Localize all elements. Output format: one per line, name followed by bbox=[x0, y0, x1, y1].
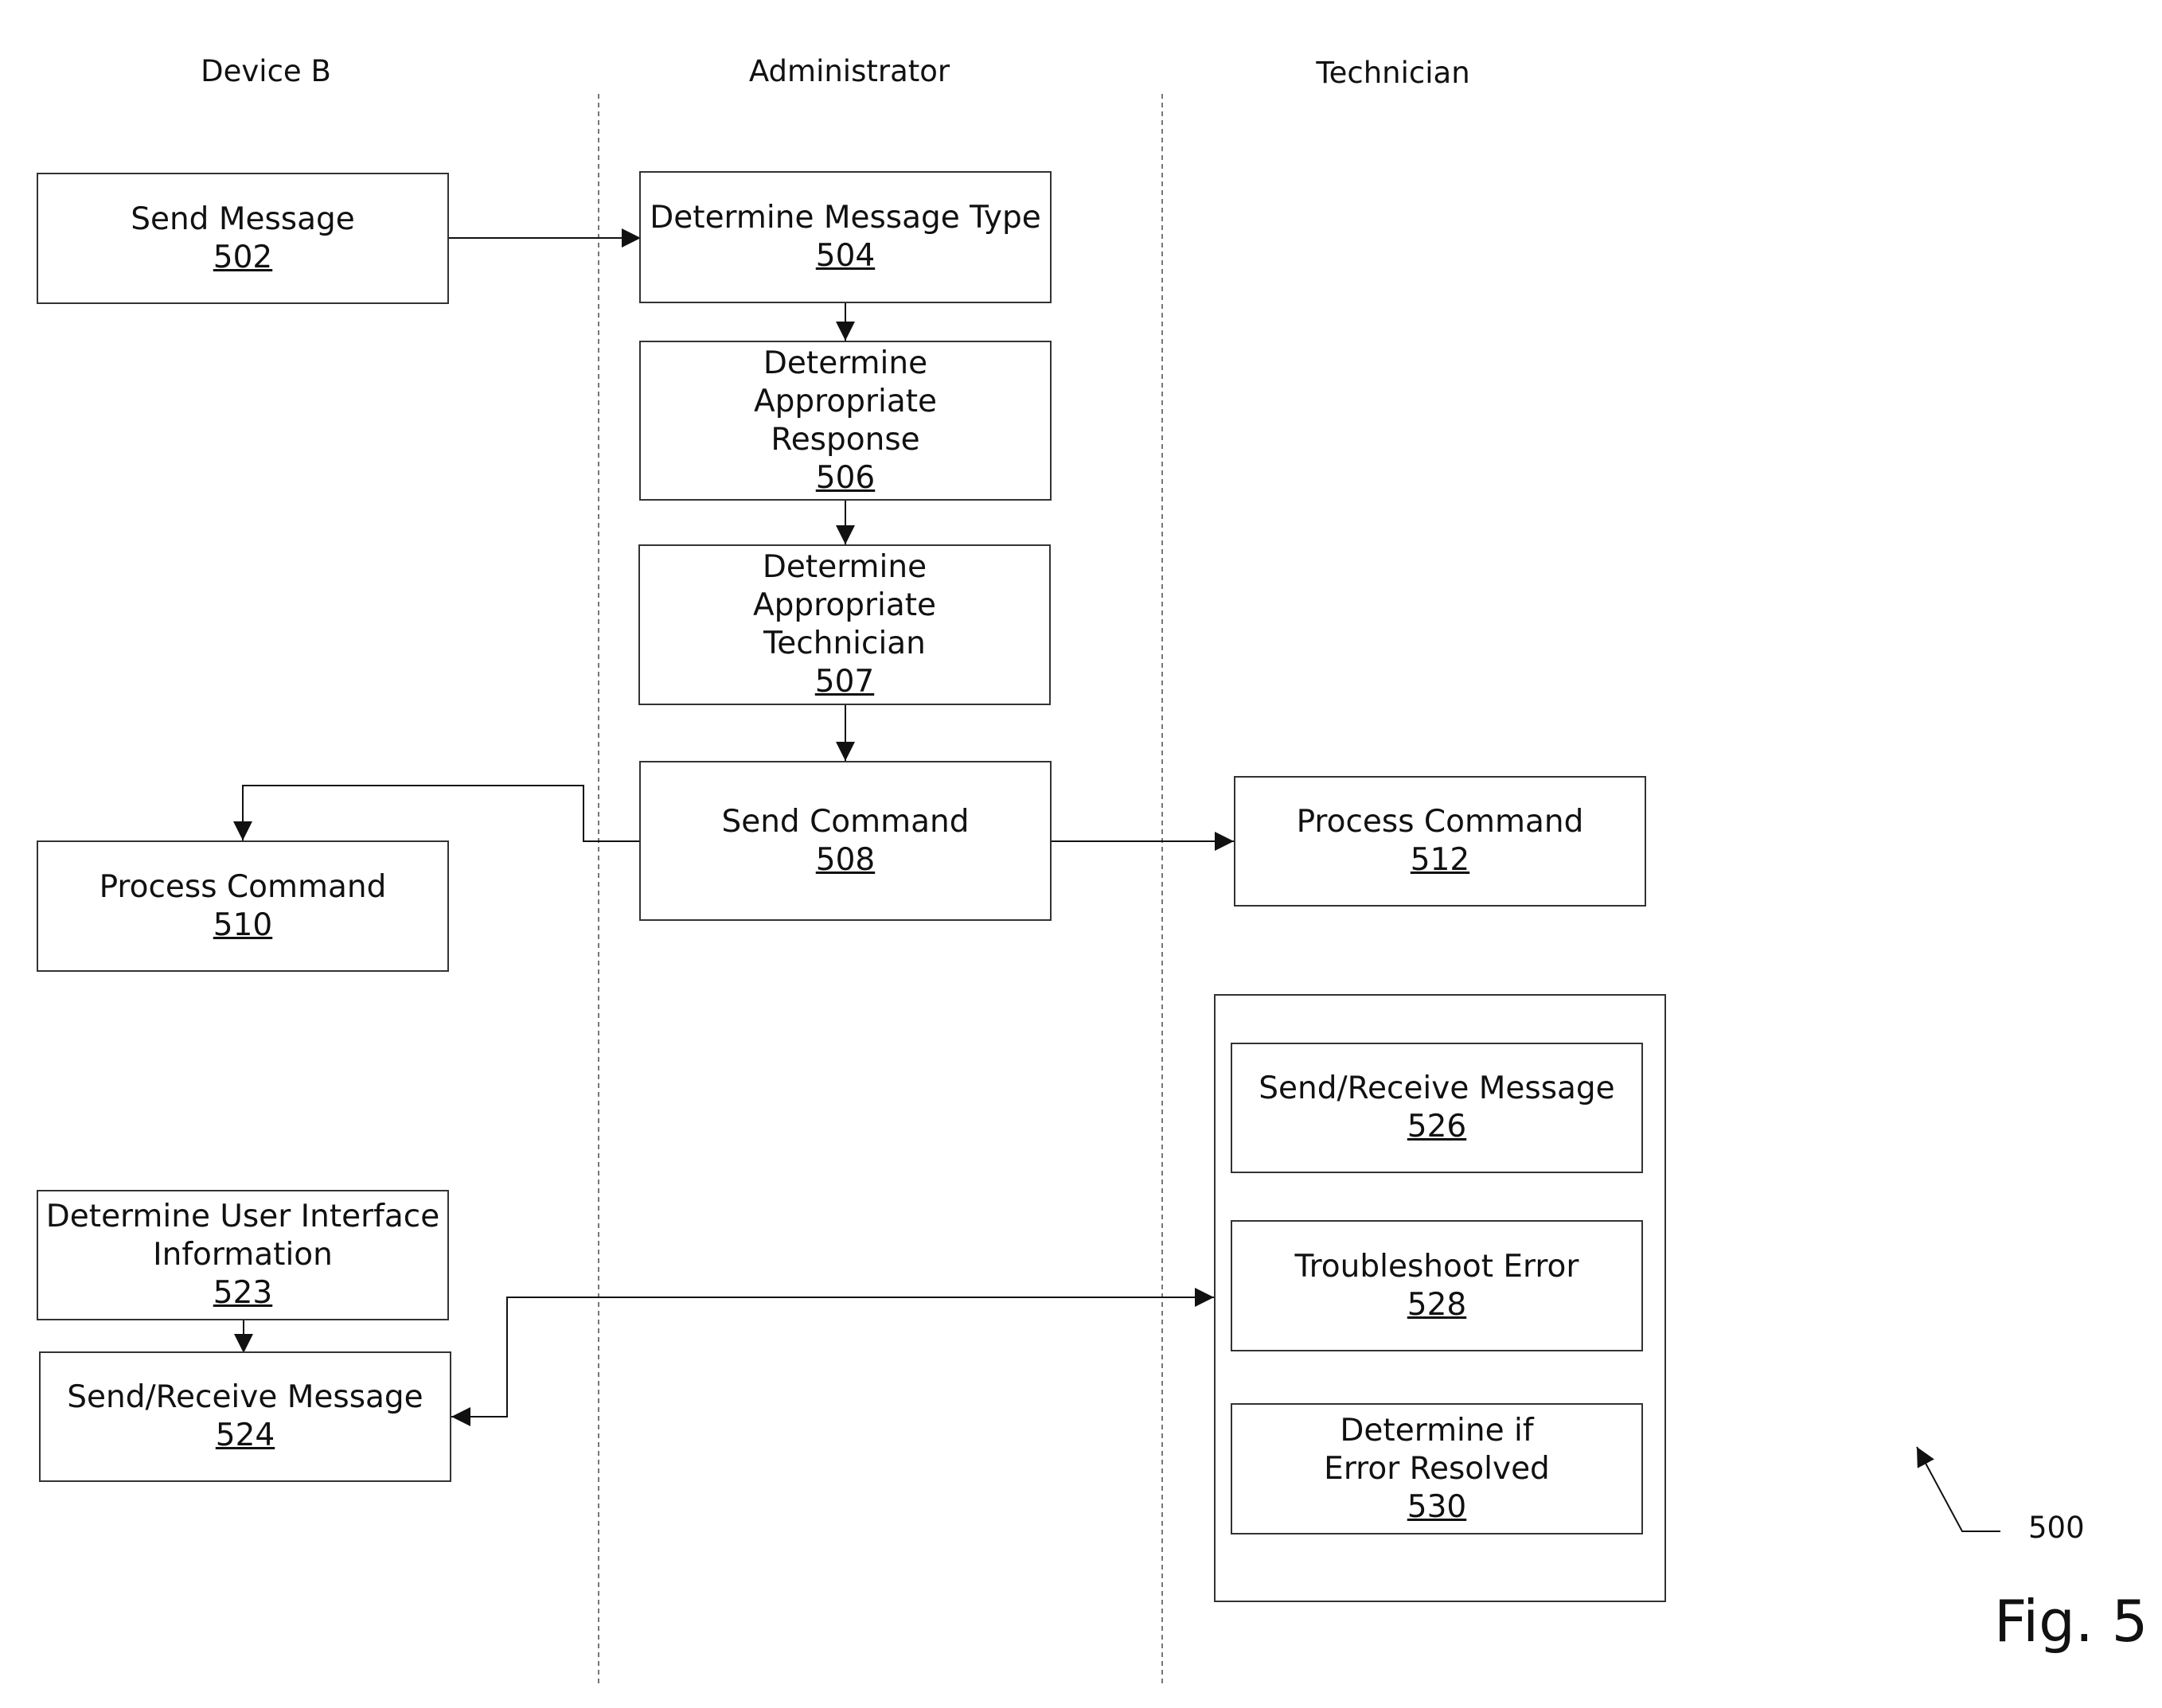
node-528-number: 528 bbox=[1407, 1286, 1466, 1324]
node-502-label: Send Message bbox=[131, 201, 355, 239]
node-530-label: Determine if Error Resolved bbox=[1304, 1412, 1570, 1488]
node-510-label: Process Command bbox=[100, 868, 387, 907]
node-502: Send Message 502 bbox=[37, 173, 449, 304]
node-523: Determine User Interface Information 523 bbox=[37, 1190, 449, 1320]
node-530: Determine if Error Resolved 530 bbox=[1231, 1403, 1643, 1534]
node-504-number: 504 bbox=[816, 237, 875, 275]
node-507: Determine Appropriate Technician 507 bbox=[638, 544, 1051, 705]
node-524-label: Send/Receive Message bbox=[67, 1378, 423, 1417]
node-528: Troubleshoot Error 528 bbox=[1231, 1220, 1643, 1351]
lane-title-device-b: Device B bbox=[67, 54, 465, 88]
node-524: Send/Receive Message 524 bbox=[39, 1351, 451, 1482]
node-523-number: 523 bbox=[213, 1274, 272, 1312]
node-523-label: Determine User Interface Information bbox=[45, 1198, 441, 1274]
lane-title-technician: Technician bbox=[1194, 56, 1592, 90]
node-507-label: Determine Appropriate Technician bbox=[688, 548, 1001, 663]
node-512-label: Process Command bbox=[1297, 803, 1584, 841]
node-510: Process Command 510 bbox=[37, 840, 449, 972]
node-508-number: 508 bbox=[816, 841, 875, 879]
node-526-label: Send/Receive Message bbox=[1259, 1070, 1614, 1108]
node-502-number: 502 bbox=[213, 239, 272, 277]
node-530-number: 530 bbox=[1407, 1488, 1466, 1527]
figure-label: Fig. 5 bbox=[1994, 1588, 2148, 1655]
lane-title-administrator: Administrator bbox=[650, 54, 1048, 88]
node-506-label: Determine Appropriate Response bbox=[689, 345, 1002, 459]
node-506-number: 506 bbox=[816, 459, 875, 497]
node-507-number: 507 bbox=[815, 663, 874, 701]
node-506: Determine Appropriate Response 506 bbox=[639, 341, 1052, 501]
node-508: Send Command 508 bbox=[639, 761, 1052, 921]
node-508-label: Send Command bbox=[721, 803, 969, 841]
node-510-number: 510 bbox=[213, 907, 272, 945]
node-528-label: Troubleshoot Error bbox=[1295, 1248, 1579, 1286]
node-512-number: 512 bbox=[1411, 841, 1469, 879]
node-512: Process Command 512 bbox=[1234, 776, 1646, 907]
node-504-label: Determine Message Type bbox=[650, 199, 1041, 237]
node-524-number: 524 bbox=[216, 1417, 275, 1455]
node-504: Determine Message Type 504 bbox=[639, 171, 1052, 303]
node-526: Send/Receive Message 526 bbox=[1231, 1043, 1643, 1173]
node-526-number: 526 bbox=[1407, 1108, 1466, 1146]
reference-numeral: 500 bbox=[2028, 1511, 2085, 1545]
